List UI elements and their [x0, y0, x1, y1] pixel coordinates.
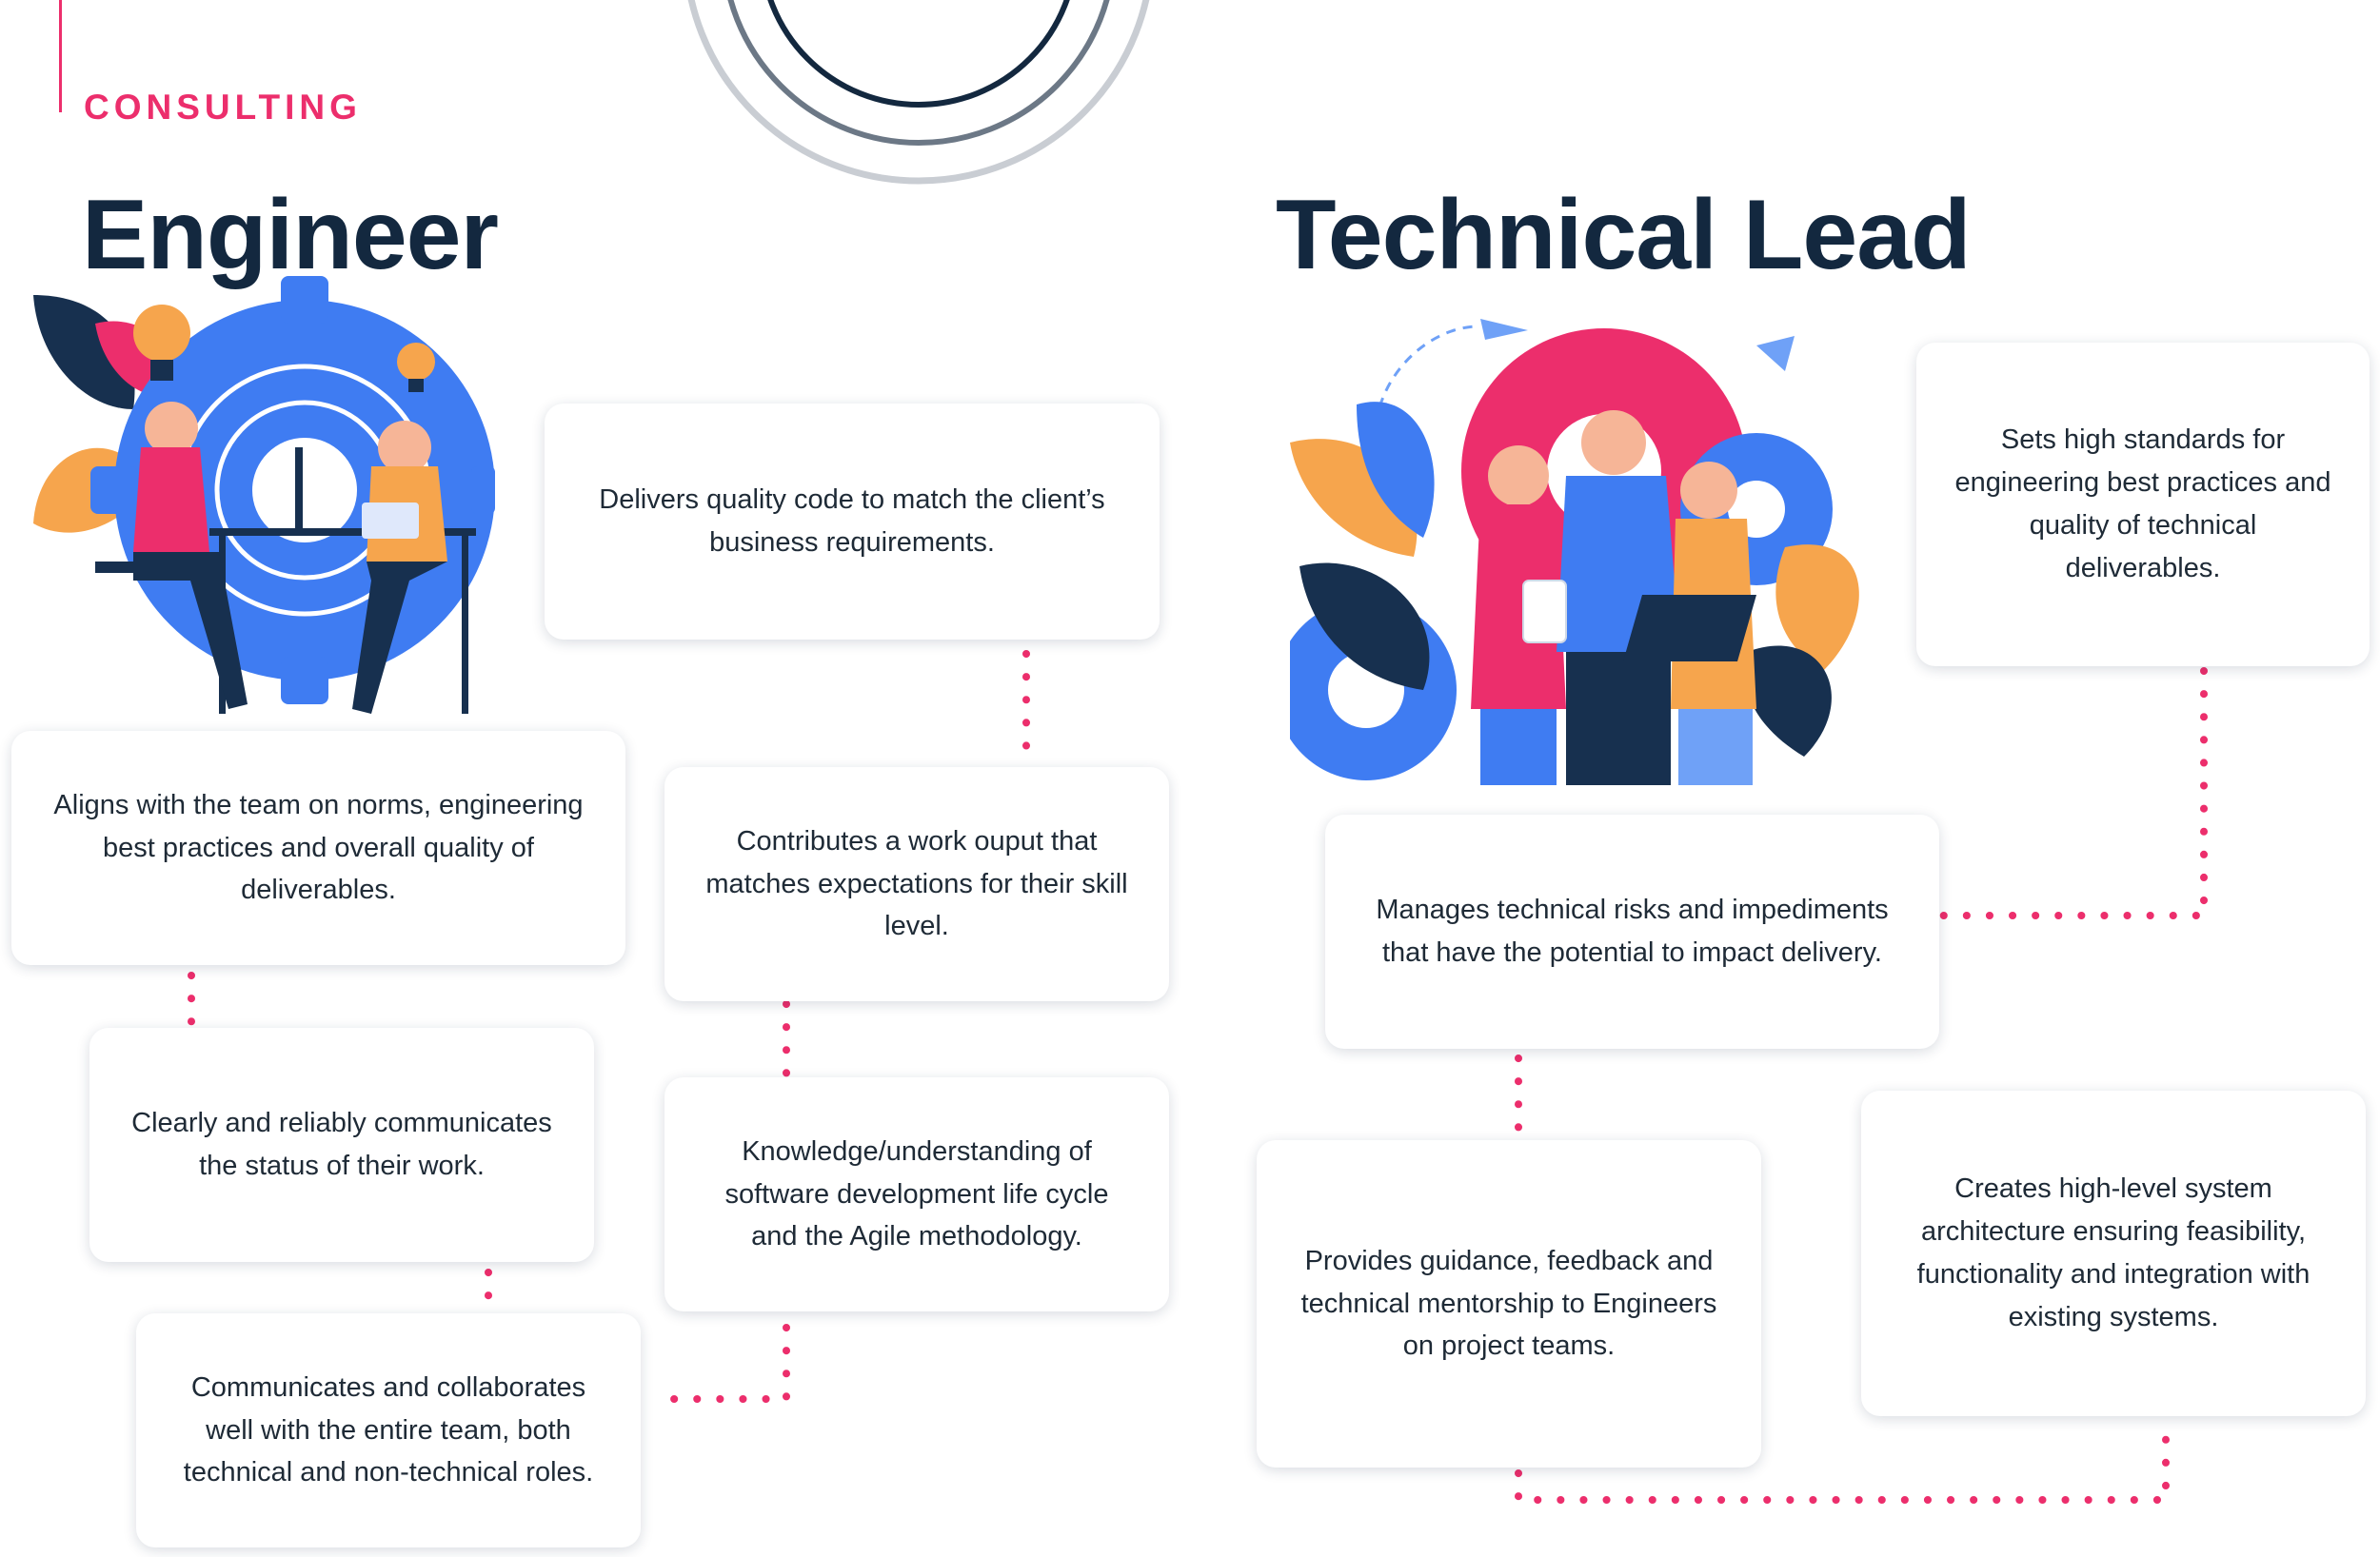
- tech-lead-card-mentorship: Provides guidance, feedback and technica…: [1257, 1140, 1761, 1468]
- leaf-icon: [1290, 402, 1859, 757]
- connector-6: [1938, 667, 2208, 919]
- engineer-card-work-output: Contributes a work ouput that matches ex…: [664, 767, 1169, 1001]
- decorative-rings: [687, 0, 1150, 185]
- card-text: Provides guidance, feedback and technica…: [1300, 1245, 1717, 1362]
- tech-lead-title: Technical Lead: [1276, 180, 1972, 290]
- engineer-illustration: [33, 276, 495, 714]
- card-text: Delivers quality code to match the clien…: [599, 484, 1105, 558]
- card-text: Aligns with the team on norms, engineeri…: [53, 789, 584, 906]
- card-text: Contributes a work ouput that matches ex…: [705, 825, 1128, 942]
- card-text: Knowledge/understanding of software deve…: [724, 1135, 1109, 1252]
- engineer-card-aligns: Aligns with the team on norms, engineeri…: [11, 731, 625, 965]
- card-text: Creates high-level system architecture e…: [1916, 1173, 2311, 1332]
- engineer-title: Engineer: [82, 180, 499, 290]
- card-text: Communicates and collaborates well with …: [183, 1371, 594, 1488]
- tech-lead-card-architecture: Creates high-level system architecture e…: [1861, 1091, 2366, 1416]
- tech-lead-illustration: [1290, 319, 1859, 785]
- tech-lead-card-standards: Sets high standards for engineering best…: [1916, 343, 2370, 666]
- connector-8: [1515, 1419, 2170, 1504]
- engineer-card-collaborates: Communicates and collaborates well with …: [136, 1313, 641, 1547]
- card-text: Sets high standards for engineering best…: [1954, 424, 2331, 583]
- card-text: Clearly and reliably communicates the st…: [131, 1108, 552, 1181]
- tech-lead-card-risks: Manages technical risks and impediments …: [1325, 815, 1939, 1049]
- eyebrow-label: CONSULTING: [84, 88, 362, 127]
- engineer-card-quality-code: Delivers quality code to match the clien…: [545, 404, 1160, 640]
- card-text: Manages technical risks and impediments …: [1376, 895, 1889, 968]
- engineer-card-sdlc-agile: Knowledge/understanding of software deve…: [664, 1077, 1169, 1311]
- engineer-card-communicates-status: Clearly and reliably communicates the st…: [89, 1028, 594, 1262]
- lightbulb-icon: [133, 305, 435, 392]
- connector-5: [657, 1324, 790, 1403]
- accent-line: [59, 0, 62, 112]
